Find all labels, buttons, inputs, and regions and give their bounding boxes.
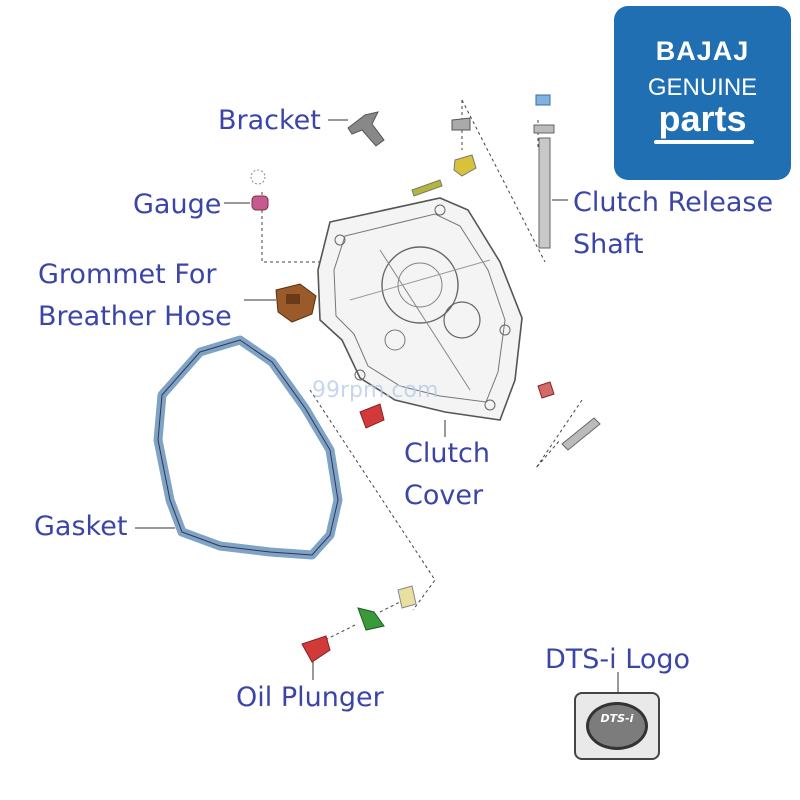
dts-i-logo-part: DTS-i <box>574 692 660 760</box>
bajaj-genuine-parts-logo: BAJAJ GENUINE parts <box>614 6 791 180</box>
washer-part <box>451 117 471 131</box>
label-bracket: Bracket <box>218 105 321 136</box>
oil-plunger-part <box>301 585 417 663</box>
plug-part <box>359 403 385 429</box>
dts-i-logo-emblem <box>586 702 648 750</box>
brand-name: BAJAJ <box>655 36 750 66</box>
label-clutch-cover-line1: Clutch <box>404 438 491 469</box>
dts-i-logo-text: DTS-i <box>600 712 634 725</box>
bracket-part <box>347 111 385 147</box>
label-grommet-line2: Breather Hose <box>38 301 232 332</box>
label-gasket: Gasket <box>34 511 128 542</box>
gasket-part <box>153 335 343 560</box>
label-grommet-line1: Grommet For <box>38 259 217 290</box>
brand-parts: parts <box>658 98 747 139</box>
leader-lines <box>135 119 619 692</box>
pin-part <box>411 179 443 197</box>
brand-swoosh <box>654 140 754 144</box>
clutch-cover-part <box>317 197 523 421</box>
label-clutch-release-line1: Clutch Release <box>573 187 774 218</box>
label-dts-logo: DTS-i Logo <box>545 644 690 675</box>
watermark: 99rpm.com <box>312 378 439 403</box>
nut-part <box>537 381 555 399</box>
label-oil-plunger: Oil Plunger <box>236 682 384 713</box>
grommet-part <box>275 283 317 323</box>
label-clutch-release-line2: Shaft <box>573 229 644 260</box>
bolt-part <box>561 417 601 451</box>
gauge-part <box>250 169 269 211</box>
seal-part <box>453 154 477 177</box>
label-gauge: Gauge <box>133 189 222 220</box>
label-clutch-cover-line2: Cover <box>404 480 484 511</box>
brand-genuine: GENUINE <box>647 74 758 101</box>
clutch-release-shaft-part <box>533 94 555 249</box>
